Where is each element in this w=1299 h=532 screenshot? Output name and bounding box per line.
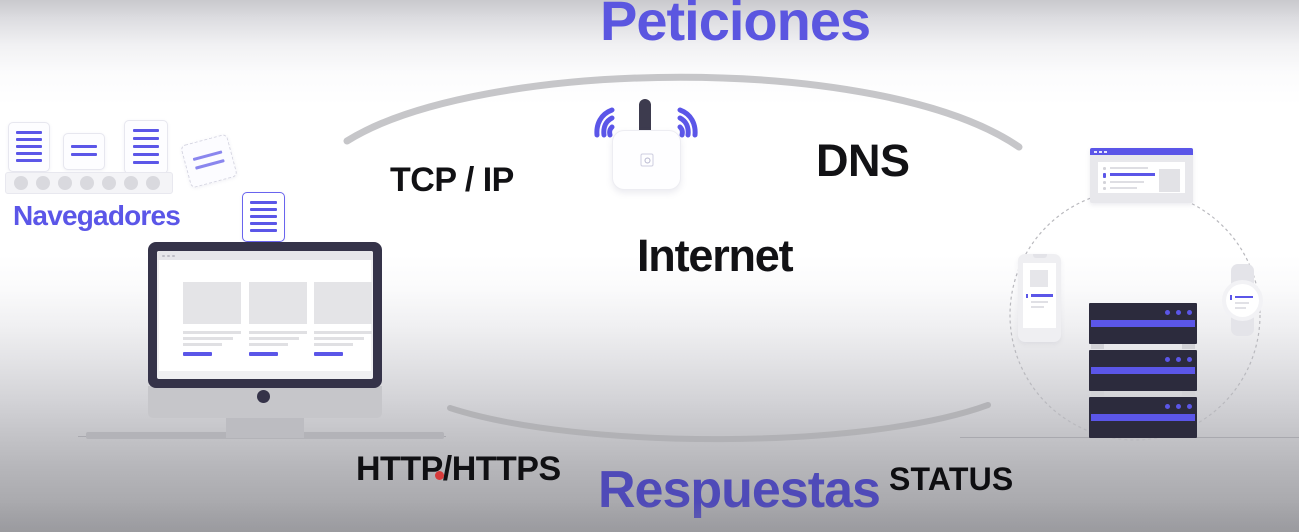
webpage-mockup — [159, 260, 372, 371]
phone-notch — [1032, 254, 1047, 258]
document-tray — [5, 172, 173, 194]
document-icon — [8, 122, 50, 172]
response-arc — [447, 402, 991, 443]
content-card — [183, 282, 241, 357]
smartphone — [1018, 254, 1061, 342]
label-browsers: Navegadores — [13, 200, 181, 231]
monitor-stand — [226, 418, 304, 438]
content-card — [249, 282, 307, 357]
server-rack — [1089, 303, 1197, 438]
monitor-power-button[interactable] — [257, 390, 270, 403]
server-unit — [1089, 350, 1197, 391]
wifi-signal-right-icon — [677, 107, 698, 138]
monitor-screen — [157, 251, 373, 379]
browser-window-titlebar — [1090, 148, 1193, 155]
label-status: STATUS — [889, 461, 1014, 497]
document-icon-outlined — [242, 192, 285, 242]
smartwatch — [1222, 264, 1263, 336]
browser-window-content — [1098, 162, 1185, 193]
router-antenna — [639, 99, 651, 139]
browser-window — [1090, 148, 1193, 203]
document-icon — [124, 120, 168, 174]
label-dns: DNS — [816, 135, 910, 186]
label-internet: Internet — [637, 230, 794, 281]
server-unit — [1089, 397, 1197, 438]
document-icon — [63, 133, 105, 170]
document-icon-tilted — [180, 133, 238, 189]
watch-face — [1222, 280, 1263, 321]
watch-screen — [1226, 284, 1259, 317]
wifi-signal-left-icon — [594, 107, 615, 138]
label-http-https: HTTP/HTTPS — [356, 450, 561, 488]
cursor-dot — [435, 471, 444, 480]
page-title-responses: Respuestas — [598, 461, 881, 519]
browser-titlebar — [157, 251, 373, 260]
router-status-led — [640, 153, 653, 167]
content-card — [314, 282, 372, 357]
wifi-router — [612, 130, 681, 190]
label-tcp-ip: TCP / IP — [390, 161, 514, 199]
desktop-monitor — [148, 242, 382, 388]
page-title-requests: Peticiones — [600, 0, 871, 52]
server-unit — [1089, 303, 1197, 344]
phone-screen — [1023, 263, 1056, 328]
